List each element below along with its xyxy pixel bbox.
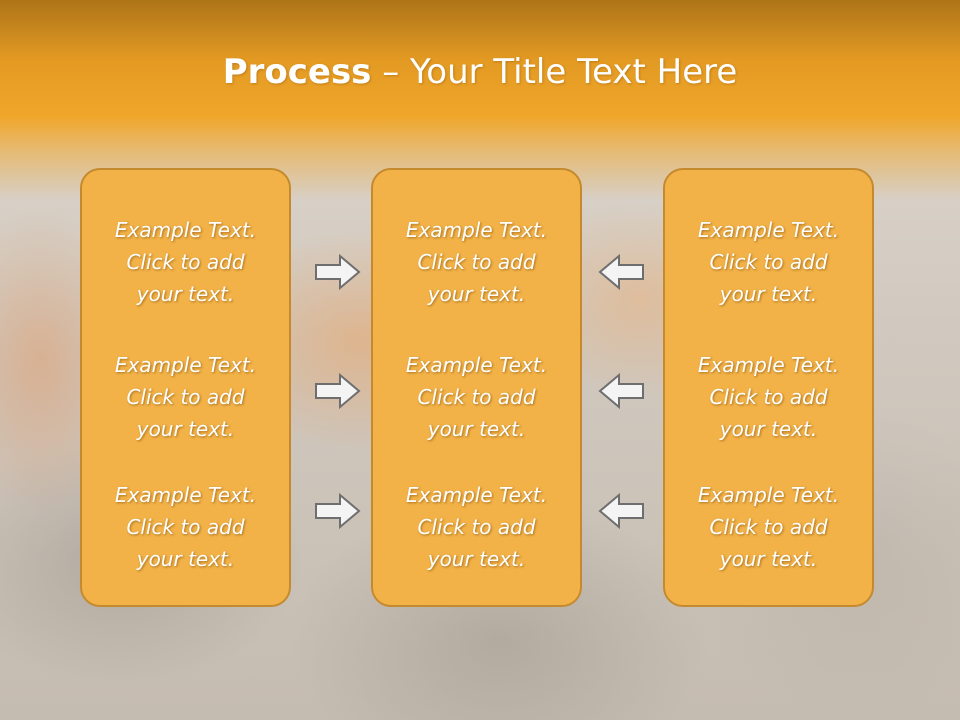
text-line: Click to add xyxy=(417,250,536,274)
text-line: Click to add xyxy=(709,250,828,274)
title-band xyxy=(0,0,960,200)
text-block[interactable]: Example Text. Click to add your text. xyxy=(373,214,580,310)
text-line: Click to add xyxy=(417,385,536,409)
text-line: Click to add xyxy=(126,250,245,274)
process-box-right[interactable]: Example Text. Click to add your text. Ex… xyxy=(663,168,874,607)
text-line: your text. xyxy=(136,282,235,306)
text-block[interactable]: Example Text. Click to add your text. xyxy=(665,214,872,310)
text-block[interactable]: Example Text. Click to add your text. xyxy=(665,479,872,575)
right-arrow-icon xyxy=(315,372,361,410)
left-arrow-icon xyxy=(598,492,644,530)
text-block[interactable]: Example Text. Click to add your text. xyxy=(373,479,580,575)
text-line: Click to add xyxy=(126,515,245,539)
process-box-left[interactable]: Example Text. Click to add your text. Ex… xyxy=(80,168,291,607)
text-block[interactable]: Example Text. Click to add your text. xyxy=(665,349,872,445)
right-arrow-icon xyxy=(315,492,361,530)
text-block[interactable]: Example Text. Click to add your text. xyxy=(82,214,289,310)
text-line: Example Text. xyxy=(114,353,257,377)
text-line: your text. xyxy=(136,547,235,571)
text-line: Example Text. xyxy=(697,218,840,242)
text-line: Example Text. xyxy=(697,353,840,377)
text-line: Example Text. xyxy=(114,483,257,507)
text-line: Example Text. xyxy=(405,218,548,242)
left-arrow-icon xyxy=(598,372,644,410)
text-line: your text. xyxy=(427,282,526,306)
text-line: Example Text. xyxy=(405,353,548,377)
text-block[interactable]: Example Text. Click to add your text. xyxy=(82,349,289,445)
text-line: your text. xyxy=(719,282,818,306)
text-line: Click to add xyxy=(126,385,245,409)
text-line: Example Text. xyxy=(697,483,840,507)
text-line: your text. xyxy=(427,417,526,441)
text-line: your text. xyxy=(136,417,235,441)
text-line: your text. xyxy=(719,547,818,571)
text-line: Click to add xyxy=(709,385,828,409)
title-bold-part: Process xyxy=(222,52,372,92)
text-line: Click to add xyxy=(709,515,828,539)
left-arrow-icon xyxy=(598,253,644,291)
process-box-center[interactable]: Example Text. Click to add your text. Ex… xyxy=(371,168,582,607)
text-block[interactable]: Example Text. Click to add your text. xyxy=(82,479,289,575)
text-line: Example Text. xyxy=(114,218,257,242)
title-rest-part: – Your Title Text Here xyxy=(371,52,738,92)
text-line: Example Text. xyxy=(405,483,548,507)
text-line: Click to add xyxy=(417,515,536,539)
slide-title[interactable]: Process – Your Title Text Here xyxy=(0,52,960,92)
text-line: your text. xyxy=(427,547,526,571)
text-block[interactable]: Example Text. Click to add your text. xyxy=(373,349,580,445)
right-arrow-icon xyxy=(315,253,361,291)
text-line: your text. xyxy=(719,417,818,441)
